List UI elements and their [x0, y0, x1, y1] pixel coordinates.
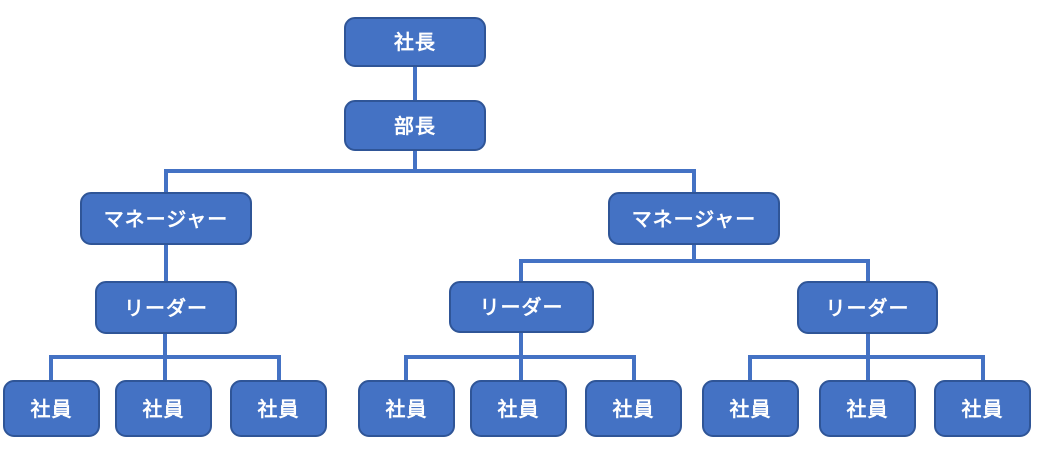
- org-node-leader-2: リーダー: [449, 281, 594, 333]
- org-node-director: 部長: [344, 100, 486, 151]
- org-node-employee-9: 社員: [934, 380, 1031, 437]
- edge-leader3-employees: [748, 334, 985, 380]
- org-node-employee-4: 社員: [358, 380, 455, 437]
- edge-leader2-employees: [404, 333, 636, 380]
- org-node-manager-1: マネージャー: [80, 192, 252, 245]
- org-node-leader-1: リーダー: [95, 281, 237, 334]
- edge-leader1-employees: [49, 334, 281, 380]
- org-node-employee-6: 社員: [585, 380, 682, 437]
- org-node-employee-7: 社員: [702, 380, 799, 437]
- org-node-employee-2: 社員: [115, 380, 212, 437]
- org-node-employee-5: 社員: [470, 380, 567, 437]
- org-node-manager-2: マネージャー: [608, 192, 780, 245]
- org-node-president: 社長: [344, 17, 486, 67]
- org-node-employee-1: 社員: [3, 380, 100, 437]
- org-node-leader-3: リーダー: [797, 281, 938, 334]
- edge-director-managers: [164, 151, 696, 192]
- org-node-employee-8: 社員: [819, 380, 916, 437]
- edge-manager2-leaders: [519, 245, 870, 281]
- org-node-employee-3: 社員: [230, 380, 327, 437]
